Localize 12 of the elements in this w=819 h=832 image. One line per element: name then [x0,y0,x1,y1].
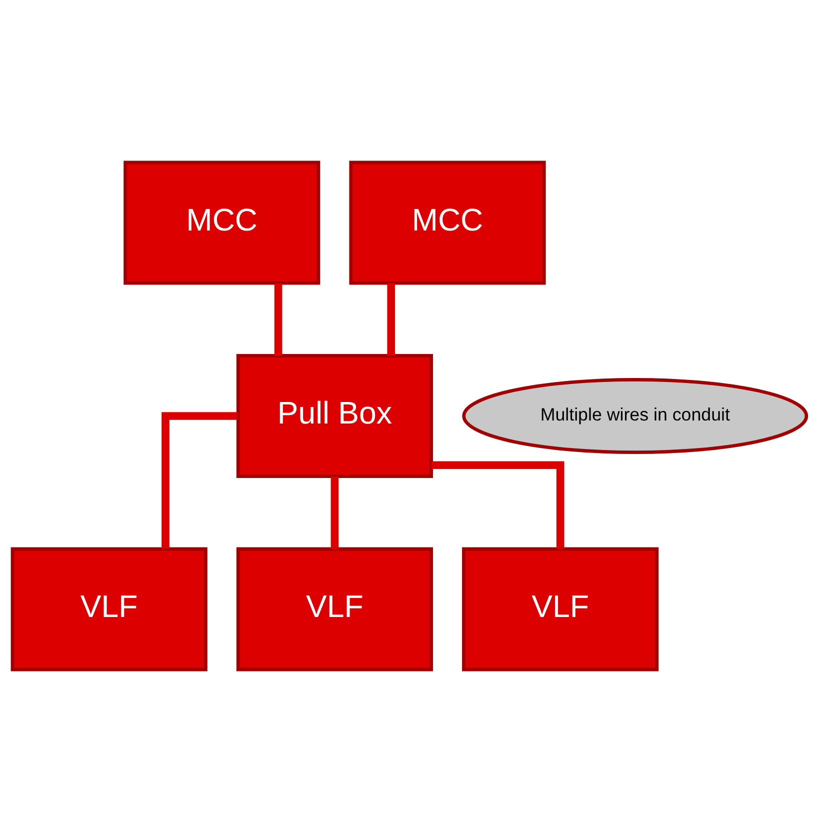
node-box: VLF [462,547,659,672]
connector [330,476,339,549]
connector [274,283,282,356]
node-box: MCC [349,160,546,285]
node-box: VLF [236,547,433,672]
connector [162,412,238,549]
node-box: VLF [10,547,208,672]
node-box: Pull Box [236,354,433,478]
node-box: MCC [124,160,320,285]
connector [387,283,396,356]
node-ellipse: Multiple wires in conduit [462,378,808,454]
connector [431,461,564,549]
